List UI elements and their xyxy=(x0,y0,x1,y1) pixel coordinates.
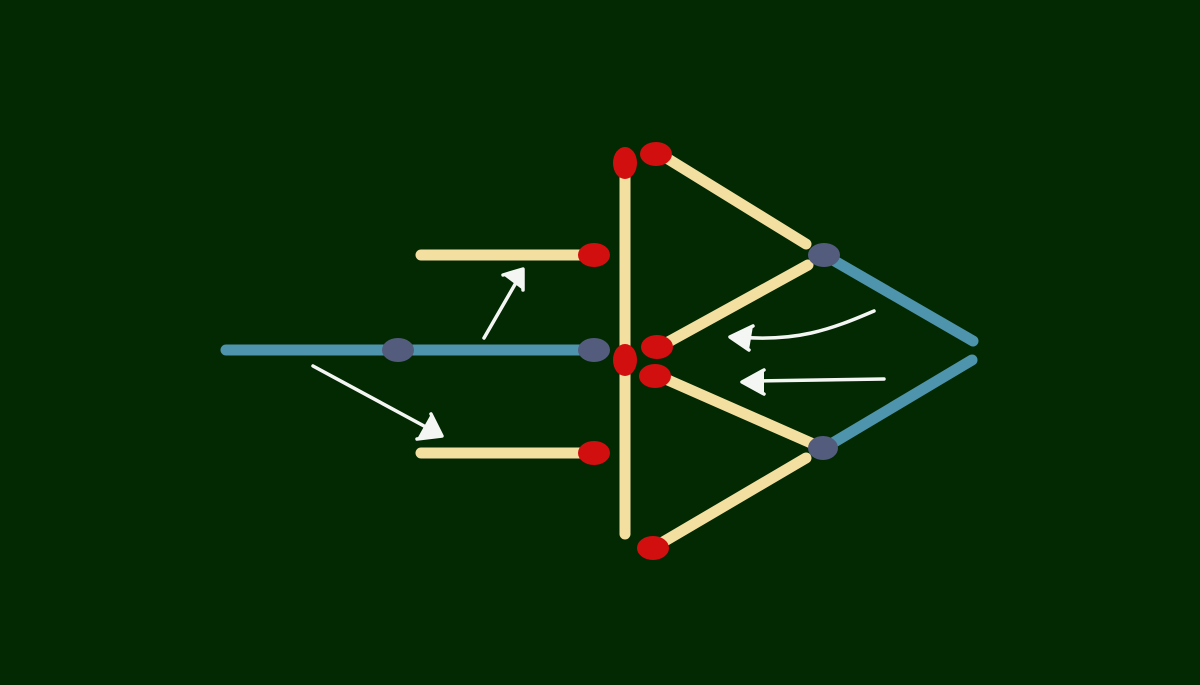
tip-upper-diagonal xyxy=(820,250,979,347)
highlighted-sticks xyxy=(220,250,979,453)
arrow-lower-left xyxy=(748,377,886,383)
match-head xyxy=(578,441,610,465)
match-head xyxy=(639,364,671,388)
lower-inner-diagonal-stick xyxy=(655,371,817,449)
match-head xyxy=(382,338,414,362)
bottom-outer-diagonal-stick xyxy=(652,452,812,551)
arrow-lower-left-head xyxy=(740,368,766,396)
match-head xyxy=(637,536,669,560)
match-head xyxy=(641,335,673,359)
match-head xyxy=(640,142,672,166)
moved-match-heads xyxy=(382,243,840,460)
match-head xyxy=(578,243,610,267)
arrow-down-right xyxy=(311,364,439,435)
match-head xyxy=(613,147,637,179)
match-sticks xyxy=(415,148,817,551)
match-head xyxy=(613,344,637,376)
match-head xyxy=(578,338,610,362)
arrow-upper-left-head xyxy=(728,324,755,352)
match-head xyxy=(808,243,840,267)
match-head xyxy=(808,436,838,460)
move-arrows xyxy=(311,267,886,441)
red-match-heads xyxy=(578,142,673,560)
arrow-down-right-head xyxy=(415,412,444,441)
arrow-up-right-head xyxy=(501,267,525,292)
arrow-upper-left xyxy=(736,309,876,340)
tip-lower-diagonal xyxy=(820,354,978,453)
arrow-up-right xyxy=(482,272,523,340)
upper-inner-diagonal-stick xyxy=(655,259,814,352)
top-outer-diagonal-stick xyxy=(654,148,812,250)
